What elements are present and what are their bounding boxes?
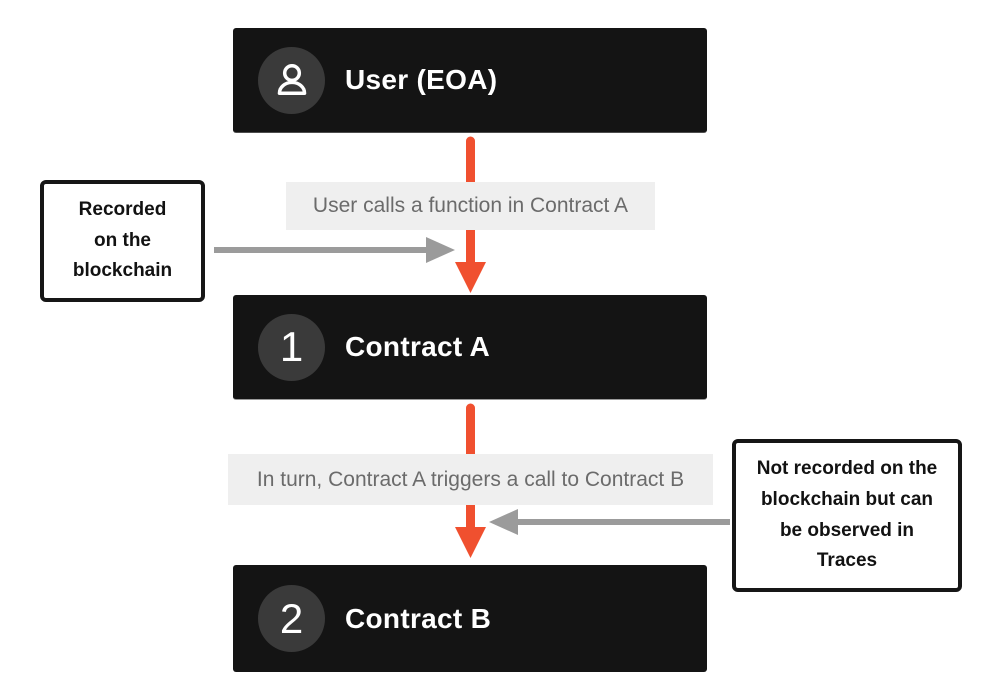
right-arrow-recorded-annotation-icon (214, 237, 455, 263)
edge-label-user-call: User calls a function in Contract A (286, 182, 655, 230)
node-title-contract-b: Contract B (345, 602, 492, 634)
annotation-line: Traces (816, 550, 878, 572)
edge-label-contract-a-call-text: In turn, Contract A triggers a call to C… (256, 467, 685, 491)
node-title-user: User (EOA) (345, 64, 498, 95)
left-arrow-not-recorded-annotation-icon (489, 509, 730, 535)
node-contract-a: 1 Contract A (233, 295, 707, 400)
node-user-eoa: User (EOA) (233, 28, 707, 133)
edge-label-contract-a-call: In turn, Contract A triggers a call to C… (228, 454, 713, 505)
user-avatar-circle (258, 46, 325, 114)
annotation-line: Not recorded on the (756, 457, 938, 479)
edge-label-user-call-text: User calls a function in Contract A (312, 194, 629, 217)
step-badge-1: 1 (258, 313, 325, 381)
step-badge-2: 2 (258, 585, 325, 652)
user-icon (269, 57, 315, 103)
annotation-line: on the (94, 229, 151, 251)
node-contract-b: 2 Contract B (233, 565, 707, 672)
node-title-contract-a: Contract A (345, 331, 491, 362)
annotation-recorded-on-blockchain: Recorded on the blockchain (40, 180, 205, 302)
annotation-line: Recorded (78, 198, 167, 220)
annotation-not-recorded-traces: Not recorded on the blockchain but can b… (732, 439, 962, 592)
annotation-line: blockchain (72, 260, 173, 282)
annotation-line: blockchain but can (760, 488, 934, 510)
annotation-line: be observed in (779, 519, 915, 541)
